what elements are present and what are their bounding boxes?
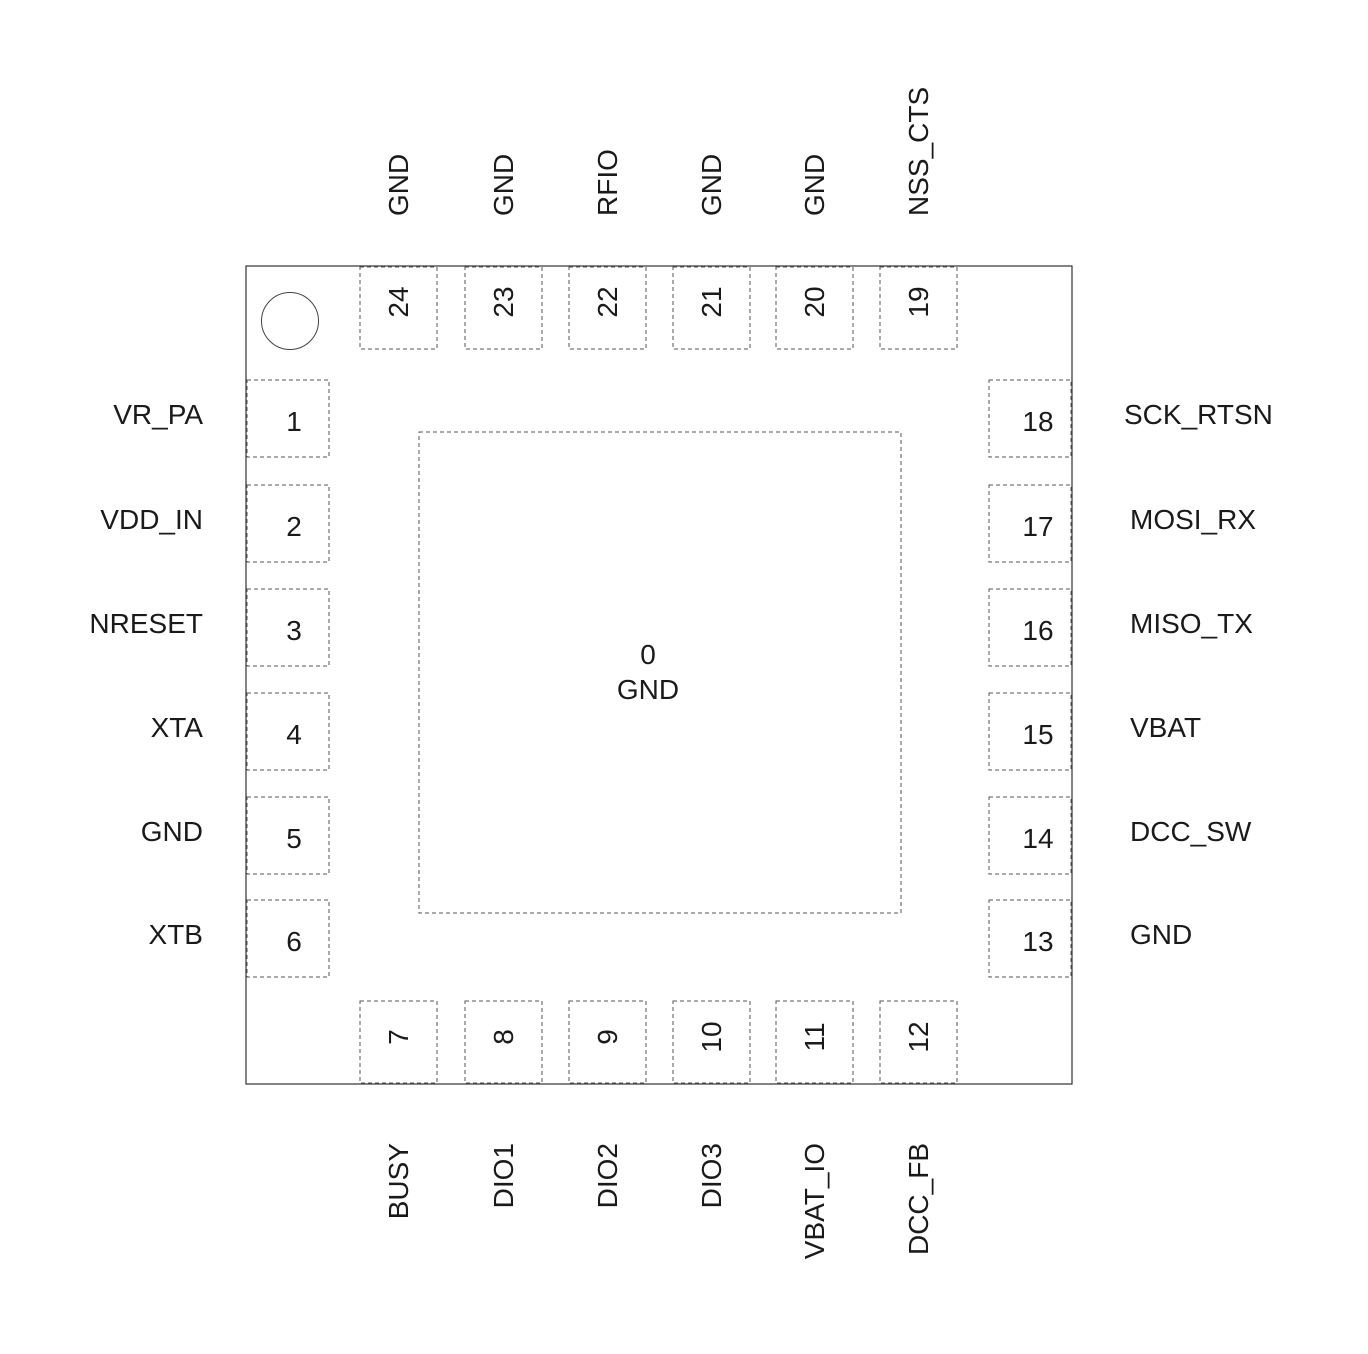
pin-label-dcc-sw: DCC_SW [1130, 816, 1252, 847]
exposed-pad-number: 0 [640, 639, 656, 670]
pin-label-nreset: NRESET [89, 608, 203, 639]
pin-number-7: 7 [383, 1029, 414, 1045]
pin-pad-1 [246, 379, 330, 458]
pin-number-14: 14 [1022, 823, 1053, 854]
exposed-pad-name: GND [617, 674, 679, 705]
exposed-pad [418, 431, 902, 914]
pin-label-gnd: GND [141, 816, 203, 847]
pin-pad-21 [672, 266, 751, 350]
pin-number-2: 2 [286, 511, 302, 542]
pin-pad-4 [246, 692, 330, 771]
pin-number-9: 9 [592, 1029, 623, 1045]
pin-pad-22 [568, 266, 647, 350]
pin-label-sck-rtsn: SCK_RTSN [1124, 399, 1273, 430]
pin-pad-16 [988, 588, 1072, 667]
pin-pad-18 [988, 379, 1072, 458]
pin-pad-15 [988, 692, 1072, 771]
pin-number-21: 21 [696, 286, 727, 317]
package-body [245, 265, 1073, 1085]
pin1-marker [261, 292, 319, 350]
pin-label-vbat: VBAT [1130, 712, 1201, 743]
pin-number-6: 6 [286, 926, 302, 957]
pin-pad-11 [775, 1000, 854, 1084]
pin-label-vr-pa: VR_PA [113, 399, 203, 430]
pin-pad-20 [775, 266, 854, 350]
pin-label-dcc-fb: DCC_FB [903, 1143, 934, 1255]
pin-pad-12 [879, 1000, 958, 1084]
pin-pad-19 [879, 266, 958, 350]
pin-pad-2 [246, 484, 330, 563]
pin-number-1: 1 [286, 406, 302, 437]
pin-number-5: 5 [286, 823, 302, 854]
pin-pad-6 [246, 899, 330, 978]
pin-number-8: 8 [488, 1029, 519, 1045]
pin-number-16: 16 [1022, 615, 1053, 646]
pin-pad-24 [359, 266, 438, 350]
pin-label-miso-tx: MISO_TX [1130, 608, 1253, 639]
pin-label-xtb: XTB [149, 919, 203, 950]
pin-label-mosi-rx: MOSI_RX [1130, 504, 1256, 535]
pin-number-12: 12 [903, 1021, 934, 1052]
pin-number-22: 22 [592, 286, 623, 317]
pin-pad-3 [246, 588, 330, 667]
pin-pad-13 [988, 899, 1072, 978]
pin-pad-17 [988, 484, 1072, 563]
pin-number-19: 19 [903, 286, 934, 317]
pin-number-13: 13 [1022, 926, 1053, 957]
pin-label-rfio: RFIO [592, 149, 623, 216]
pin-label-gnd: GND [1130, 919, 1192, 950]
pin-number-20: 20 [799, 286, 830, 317]
pin-label-busy: BUSY [383, 1143, 414, 1220]
pin-label-dio2: DIO2 [592, 1143, 623, 1208]
pin-number-3: 3 [286, 615, 302, 646]
pin-label-nss-cts: NSS_CTS [903, 87, 934, 216]
pin-label-gnd: GND [488, 154, 519, 216]
pin-number-17: 17 [1022, 511, 1053, 542]
pin-number-18: 18 [1022, 406, 1053, 437]
pin-number-24: 24 [383, 286, 414, 317]
pin-pad-5 [246, 796, 330, 875]
pin-label-gnd: GND [799, 154, 830, 216]
pin-label-xta: XTA [151, 712, 204, 743]
pin-label-vbat-io: VBAT_IO [799, 1143, 830, 1259]
pin-number-11: 11 [799, 1022, 830, 1051]
pin-label-gnd: GND [696, 154, 727, 216]
pin-number-10: 10 [696, 1021, 727, 1052]
pin-pad-14 [988, 796, 1072, 875]
pin-pad-9 [568, 1000, 647, 1084]
pin-label-dio1: DIO1 [488, 1143, 519, 1208]
pin-label-dio3: DIO3 [696, 1143, 727, 1208]
pin-number-4: 4 [286, 719, 302, 750]
pin-pad-23 [464, 266, 543, 350]
pin-pad-8 [464, 1000, 543, 1084]
pin-number-23: 23 [488, 286, 519, 317]
pin-pad-10 [672, 1000, 751, 1084]
pin-pad-7 [359, 1000, 438, 1084]
pin-number-15: 15 [1022, 719, 1053, 750]
pin-label-gnd: GND [383, 154, 414, 216]
pin-label-vdd-in: VDD_IN [100, 504, 203, 535]
